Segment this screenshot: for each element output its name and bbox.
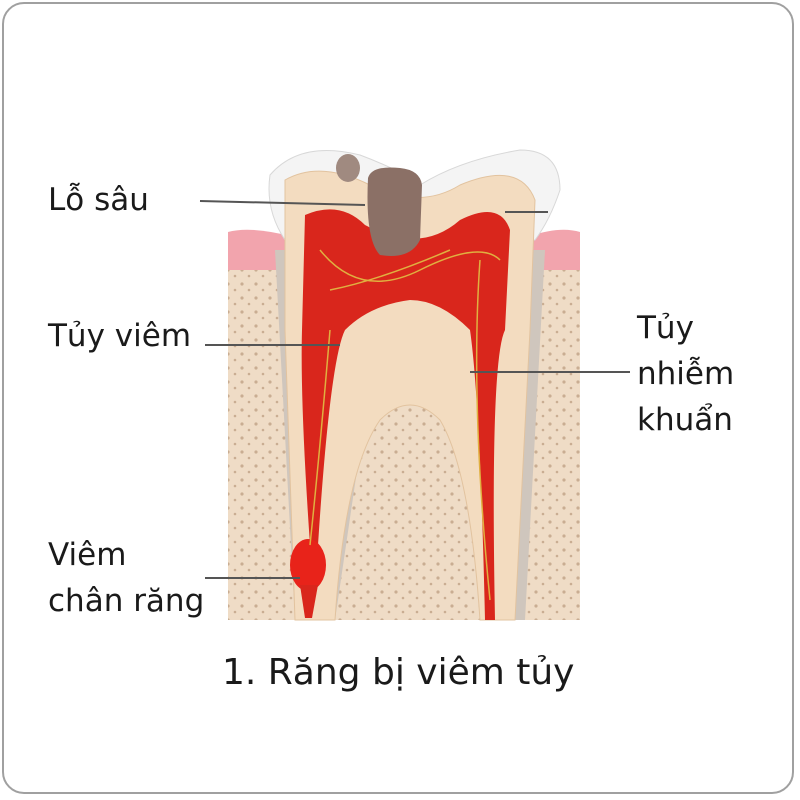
label-root-inflammation: Viêm chân răng [48,532,204,624]
cavity [367,167,422,256]
label-inflamed-pulp: Tủy viêm [48,318,192,354]
label-line: nhiễm [637,356,735,392]
label-line: Tủy [637,310,694,346]
cavity-spot [336,154,360,182]
gum-left [228,229,290,270]
leader-cavity [199,200,366,206]
abscess [290,539,326,591]
pulp [301,209,510,620]
label-cavity: Lỗ sâu [48,182,149,218]
root-canal-tip [300,585,318,618]
label-line: khuẩn [637,402,733,438]
label-infected-pulp: Tủy nhiễm khuẩn [637,305,734,443]
label-line: Viêm [48,537,127,573]
label-line: chân răng [48,583,205,619]
nerves [309,249,501,601]
caption: 1. Răng bị viêm tủy [222,652,575,693]
